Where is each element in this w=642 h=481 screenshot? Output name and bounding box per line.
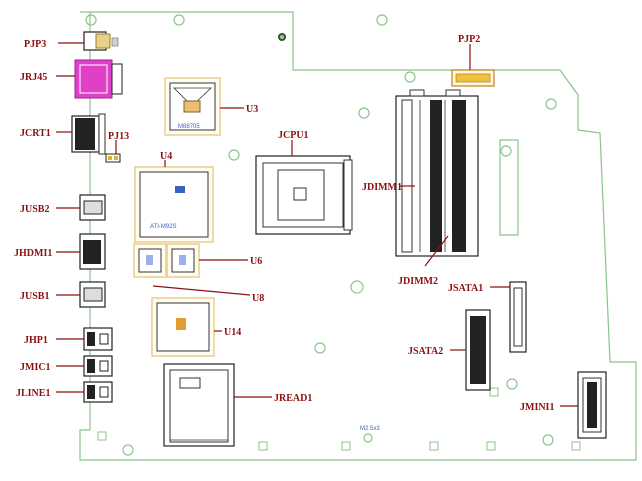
pjp2-connector [451, 69, 495, 87]
m2-mark: M2.5x3 [360, 426, 380, 432]
jrj45-connector [74, 59, 123, 99]
u3-silkscreen: M88705 [178, 124, 200, 130]
jusb1-connector [79, 281, 106, 308]
label-jcrt1: JCRT1 [20, 128, 51, 139]
board-notch [499, 139, 519, 236]
label-jdimm1: JDIMM1 [362, 182, 402, 193]
label-jread1: JREAD1 [274, 393, 312, 404]
jline1-connector [83, 381, 113, 403]
jcpu1-socket [255, 155, 353, 235]
label-u14: U14 [224, 327, 241, 338]
label-u8: U8 [252, 293, 264, 304]
label-u6: U6 [250, 256, 262, 267]
pjp3-connector [83, 31, 119, 51]
label-jhdmi1: JHDMI1 [14, 248, 52, 259]
label-jmic1: JMIC1 [20, 362, 51, 373]
label-jhp1: JHP1 [24, 335, 48, 346]
u3-chip: M88705 [164, 77, 221, 136]
jsata1-connector [509, 281, 527, 353]
u4-silkscreen: ATI-M92S [150, 224, 177, 230]
label-jmini1: JMINI1 [520, 402, 554, 413]
label-u4: U4 [160, 151, 172, 162]
label-u3: U3 [246, 104, 258, 115]
jhp1-connector [83, 327, 113, 351]
label-jdimm2: JDIMM2 [398, 276, 438, 287]
label-jline1: JLINE1 [16, 388, 50, 399]
u4-chip: ATI-M92S [134, 166, 214, 243]
label-pj13: PJ13 [108, 131, 129, 142]
label-jsata1: JSATA1 [448, 283, 483, 294]
jmini1-connector [577, 371, 607, 439]
jhdmi1-connector [79, 233, 106, 270]
label-jcpu1: JCPU1 [278, 130, 309, 141]
u6-chips [133, 243, 200, 278]
jread1-card-reader [163, 363, 235, 447]
label-jusb1: JUSB1 [20, 291, 49, 302]
jcrt1-connector [71, 113, 106, 155]
jdimm-slots [395, 89, 479, 257]
u14-chip [151, 297, 215, 357]
label-jsata2: JSATA2 [408, 346, 443, 357]
jmic1-connector [83, 355, 113, 377]
label-jrj45: JRJ45 [20, 72, 47, 83]
label-jusb2: JUSB2 [20, 204, 49, 215]
jsata2-connector [465, 309, 491, 391]
jusb2-connector [79, 194, 106, 221]
label-pjp2: PJP2 [458, 34, 480, 45]
board-outline [79, 11, 637, 461]
mounting-holes [85, 14, 581, 456]
label-pjp3: PJP3 [24, 39, 46, 50]
pj13-jumper [105, 153, 121, 163]
